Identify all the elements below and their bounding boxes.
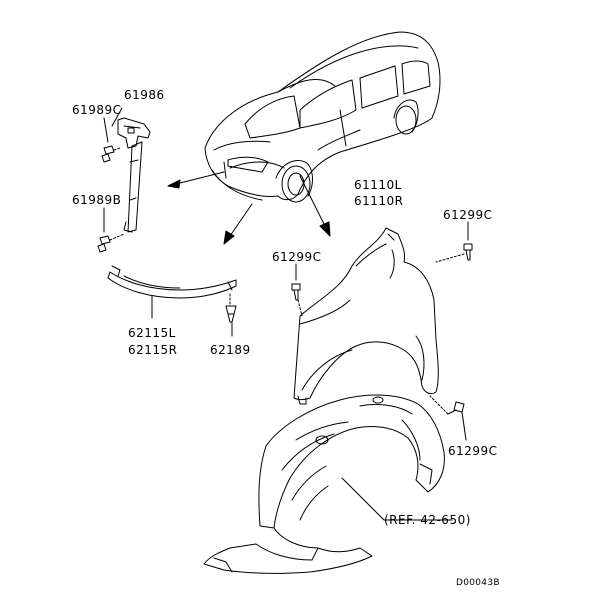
drawing-code: D00043B — [456, 578, 500, 588]
label-61110l: 61110L — [354, 178, 402, 192]
fender-61110 — [294, 228, 438, 404]
label-61989c: 61989C — [72, 103, 122, 117]
label-61299c-bot: 61299C — [448, 444, 498, 458]
bolt-61989c — [102, 146, 120, 162]
wheelhouse-liner — [204, 395, 444, 573]
bolt-61299c-bot — [430, 396, 464, 414]
bolt-61299c-mid — [292, 284, 302, 316]
label-61986: 61986 — [124, 88, 165, 102]
label-61989b: 61989B — [72, 193, 122, 207]
label-61299c-mid: 61299C — [272, 250, 322, 264]
label-61110r: 61110R — [354, 194, 404, 208]
car-illustration — [205, 32, 440, 202]
car-arrows — [168, 172, 330, 244]
bracket-61986 — [118, 118, 150, 232]
label-62189: 62189 — [210, 343, 251, 357]
label-62115r: 62115R — [128, 343, 178, 357]
label-61299c-top: 61299C — [443, 208, 493, 222]
label-62115l: 62115L — [128, 326, 176, 340]
garnish-62115 — [108, 266, 236, 298]
bolt-61989b — [98, 234, 124, 252]
clip-62189 — [226, 294, 236, 322]
bolt-61299c-top — [436, 244, 472, 262]
label-reference: (REF. 42-650) — [384, 513, 471, 527]
